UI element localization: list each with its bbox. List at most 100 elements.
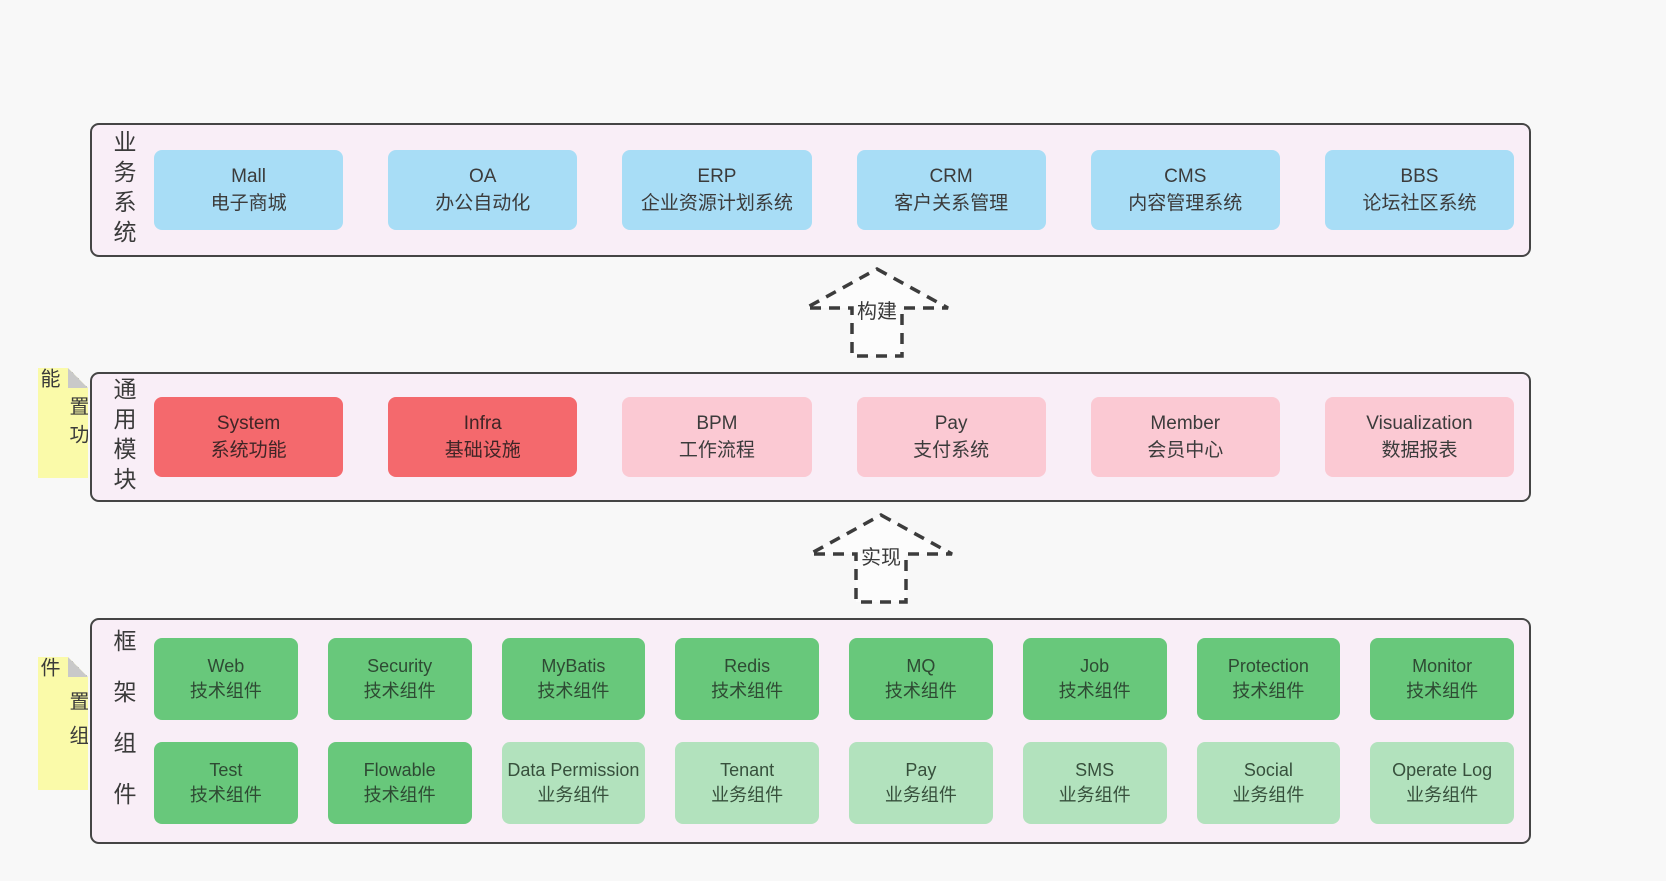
framework-components-boxes: Web 技术组件 Security 技术组件 MyBatis 技术组件 Redi…: [154, 620, 1529, 842]
box-subtitle: 业务组件: [711, 785, 784, 805]
box-subtitle: 技术组件: [1058, 681, 1131, 701]
box-pay-component: Pay 业务组件: [849, 742, 993, 824]
arrow-build-up: 构建: [802, 266, 952, 360]
note-text: 内置组件: [37, 657, 88, 759]
framework-row-1: Web 技术组件 Security 技术组件 MyBatis 技术组件 Redi…: [154, 638, 1514, 720]
box-title: Pay: [905, 760, 937, 780]
box-title: Job: [1080, 656, 1110, 676]
box-subtitle: 会员中心: [1147, 440, 1224, 461]
box-title: SMS: [1075, 760, 1115, 780]
box-title: CRM: [929, 166, 973, 187]
box-subtitle: 业务组件: [537, 785, 610, 805]
box-subtitle: 办公自动化: [435, 193, 531, 214]
box-title: Social: [1243, 760, 1293, 780]
box-infra: Infra 基础设施: [388, 397, 578, 477]
box-data-permission: Data Permission 业务组件: [501, 742, 646, 824]
box-test: Test 技术组件: [154, 742, 298, 824]
box-subtitle: 业务组件: [1406, 785, 1479, 805]
box-title: Tenant: [720, 760, 775, 780]
layer-label-framework-components: 框架组件: [110, 629, 136, 833]
box-erp: ERP 企业资源计划系统: [622, 150, 812, 230]
box-bbs: BBS 论坛社区系统: [1324, 150, 1515, 230]
box-subtitle: 技术组件: [363, 681, 436, 701]
box-title: Mall: [231, 166, 266, 187]
box-title: Infra: [463, 413, 502, 434]
box-title: Member: [1150, 413, 1221, 434]
box-subtitle: 企业资源计划系统: [640, 193, 793, 214]
box-subtitle: 技术组件: [189, 785, 262, 805]
box-mall: Mall 电子商城: [154, 150, 344, 230]
box-subtitle: 业务组件: [1058, 785, 1131, 805]
box-subtitle: 技术组件: [711, 681, 784, 701]
layer-label-common-modules: 通用模块: [110, 377, 136, 497]
note-fold-corner-icon: [68, 657, 88, 677]
arrow-label-build: 构建: [854, 294, 900, 325]
box-redis: Redis 技术组件: [675, 638, 819, 720]
box-sms: SMS 业务组件: [1022, 742, 1167, 824]
arrow-label-implement: 实现: [858, 540, 904, 571]
box-job: Job 技术组件: [1022, 638, 1167, 720]
layer-label-business-systems: 业务系统: [110, 130, 136, 250]
layer-business-systems: 业务系统 Mall 电子商城 OA 办公自动化 ERP 企业资源计划系统 CRM…: [90, 123, 1531, 257]
box-bpm: BPM 工作流程: [622, 397, 812, 477]
box-subtitle: 系统功能: [210, 440, 287, 461]
box-title: BBS: [1400, 166, 1439, 187]
box-subtitle: 客户关系管理: [894, 193, 1009, 214]
note-fold-corner-icon: [68, 368, 88, 388]
common-modules-boxes: System 系统功能 Infra 基础设施 BPM 工作流程 Pay 支付系统…: [154, 374, 1529, 500]
box-subtitle: 支付系统: [913, 440, 990, 461]
box-subtitle: 电子商城: [210, 193, 287, 214]
box-subtitle: 业务组件: [1232, 785, 1305, 805]
box-title: Monitor: [1412, 656, 1473, 676]
box-title: Security: [367, 656, 433, 676]
box-mybatis: MyBatis 技术组件: [501, 638, 646, 720]
box-security: Security 技术组件: [327, 638, 472, 720]
box-tenant: Tenant 业务组件: [675, 742, 819, 824]
box-oa: OA 办公自动化: [388, 150, 578, 230]
box-protection: Protection 技术组件: [1196, 638, 1341, 720]
box-pay-module: Pay 支付系统: [856, 397, 1046, 477]
box-subtitle: 数据报表: [1381, 440, 1458, 461]
box-operate-log: Operate Log 业务组件: [1370, 742, 1514, 824]
box-title: MQ: [906, 656, 936, 676]
box-subtitle: 技术组件: [537, 681, 610, 701]
box-title: System: [216, 413, 281, 434]
box-crm: CRM 客户关系管理: [856, 150, 1046, 230]
layer-common-modules: 通用模块 System 系统功能 Infra 基础设施 BPM 工作流程 Pay…: [90, 372, 1531, 502]
sticky-note-built-in-components: 内置组件: [38, 657, 88, 790]
box-title: Flowable: [363, 760, 436, 780]
layer-framework-components: 框架组件 Web 技术组件 Security 技术组件 MyBatis 技术组件…: [90, 618, 1531, 844]
note-text: 内置功能: [37, 368, 88, 452]
box-subtitle: 论坛社区系统: [1362, 193, 1477, 214]
box-subtitle: 技术组件: [363, 785, 436, 805]
box-subtitle: 技术组件: [1406, 681, 1479, 701]
box-title: Protection: [1227, 656, 1309, 676]
business-systems-boxes: Mall 电子商城 OA 办公自动化 ERP 企业资源计划系统 CRM 客户关系…: [154, 125, 1529, 255]
box-subtitle: 内容管理系统: [1128, 193, 1243, 214]
box-title: Web: [207, 656, 245, 676]
framework-row-2: Test 技术组件 Flowable 技术组件 Data Permission …: [154, 742, 1514, 824]
box-title: Visualization: [1366, 413, 1473, 434]
box-title: Pay: [934, 413, 968, 434]
sticky-note-built-in-features: 内置功能: [38, 368, 88, 478]
box-social: Social 业务组件: [1196, 742, 1341, 824]
box-title: Test: [209, 760, 243, 780]
box-title: MyBatis: [541, 656, 606, 676]
box-title: Data Permission: [507, 760, 640, 780]
arrow-implement-up: 实现: [806, 512, 956, 606]
box-visualization: Visualization 数据报表: [1324, 397, 1515, 477]
box-title: OA: [469, 166, 497, 187]
box-subtitle: 技术组件: [1232, 681, 1305, 701]
box-cms: CMS 内容管理系统: [1090, 150, 1280, 230]
box-title: Operate Log: [1392, 760, 1493, 780]
box-flowable: Flowable 技术组件: [327, 742, 472, 824]
box-web: Web 技术组件: [154, 638, 298, 720]
box-title: ERP: [697, 166, 737, 187]
box-subtitle: 业务组件: [884, 785, 957, 805]
box-subtitle: 工作流程: [678, 440, 755, 461]
box-monitor: Monitor 技术组件: [1370, 638, 1514, 720]
box-title: BPM: [696, 413, 738, 434]
box-subtitle: 技术组件: [884, 681, 957, 701]
box-system: System 系统功能: [154, 397, 344, 477]
